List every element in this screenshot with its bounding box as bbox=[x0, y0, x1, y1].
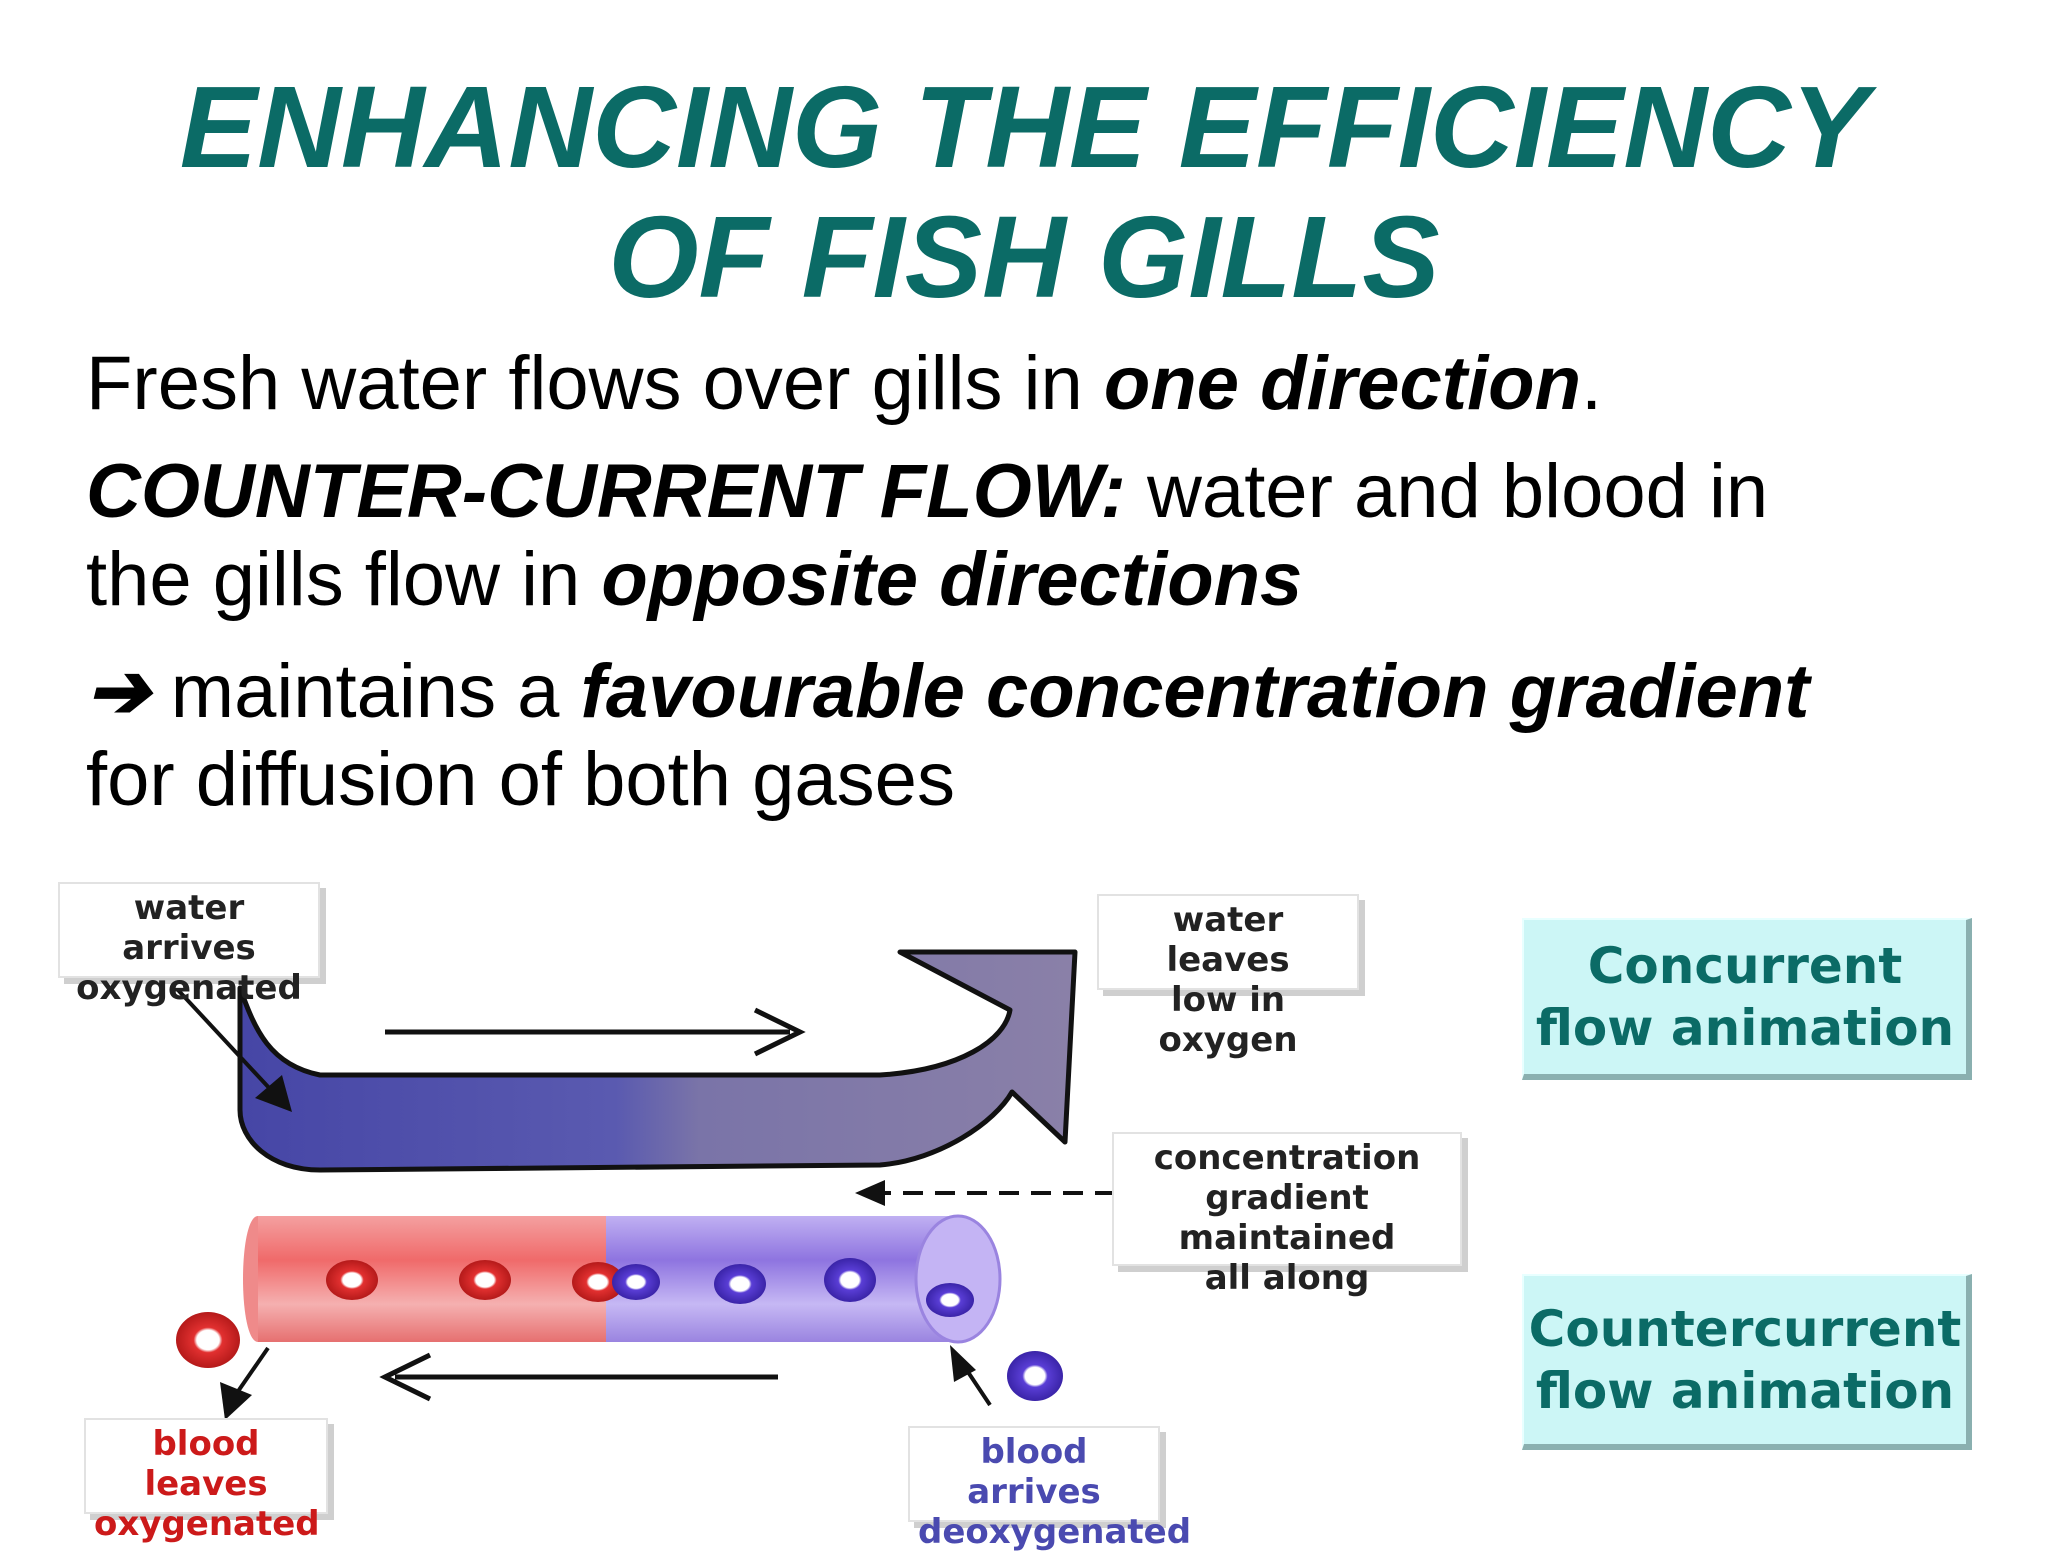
arrow-right-icon: ➔ bbox=[86, 649, 150, 734]
body-text: maintains a bbox=[150, 649, 581, 734]
body-line-one-direction: Fresh water flows over gills in one dire… bbox=[86, 340, 1602, 428]
body-emphasis: favourable concentration gradient bbox=[581, 649, 1810, 734]
body-text: the gills flow in bbox=[86, 537, 601, 622]
body-emphasis: COUNTER-CURRENT FLOW: bbox=[86, 449, 1126, 534]
body-line-opposite: the gills flow in opposite directions bbox=[86, 536, 1302, 624]
red-blood-cell bbox=[176, 1312, 240, 1368]
callout-line: blood arrives bbox=[918, 1432, 1150, 1512]
body-text: for diffusion of both gases bbox=[86, 737, 955, 822]
concurrent-flow-animation-button[interactable]: Concurrent flow animation bbox=[1522, 918, 1972, 1080]
body-text: . bbox=[1581, 341, 1602, 426]
callout-line: low in oxygen bbox=[1107, 980, 1349, 1060]
callout-line: oxygenated bbox=[94, 1504, 318, 1544]
button-label-line: Countercurrent bbox=[1529, 1298, 1962, 1360]
callout-line: all along bbox=[1122, 1258, 1452, 1298]
arrow-head-icon bbox=[220, 1382, 252, 1420]
countercurrent-flow-animation-button[interactable]: Countercurrent flow animation bbox=[1522, 1274, 1972, 1450]
body-line-gradient: ➔ maintains a favourable concentration g… bbox=[86, 648, 1809, 736]
slide-title-line-2: OF FISH GILLS bbox=[0, 192, 2048, 322]
button-label-line: flow animation bbox=[1536, 997, 1954, 1059]
callout-water-arrives: water arrives oxygenated bbox=[58, 882, 320, 978]
water-flow-arrow bbox=[240, 952, 1075, 1170]
body-emphasis: opposite directions bbox=[601, 537, 1302, 622]
callout-gradient-maintained: concentration gradient maintained all al… bbox=[1112, 1132, 1462, 1266]
button-label-line: Concurrent bbox=[1588, 935, 1903, 997]
slide-title-line-1: ENHANCING THE EFFICIENCY bbox=[0, 62, 2048, 192]
callout-line: water leaves bbox=[1107, 900, 1349, 980]
callout-blood-leaves: blood leaves oxygenated bbox=[84, 1418, 328, 1514]
body-line-countercurrent: COUNTER-CURRENT FLOW: water and blood in bbox=[86, 448, 1768, 536]
body-text: water and blood in bbox=[1126, 449, 1768, 534]
callout-line: water arrives bbox=[68, 888, 310, 968]
arrow-head-icon bbox=[855, 1180, 885, 1206]
body-line-diffusion: for diffusion of both gases bbox=[86, 736, 955, 824]
body-text: Fresh water flows over gills in bbox=[86, 341, 1104, 426]
callout-line: oxygenated bbox=[68, 968, 310, 1008]
callout-line: gradient maintained bbox=[1122, 1178, 1452, 1258]
callout-blood-arrives: blood arrives deoxygenated bbox=[908, 1426, 1160, 1522]
callout-water-leaves: water leaves low in oxygen bbox=[1097, 894, 1359, 990]
body-emphasis: one direction bbox=[1104, 341, 1581, 426]
callout-line: blood leaves bbox=[94, 1424, 318, 1504]
callout-line: deoxygenated bbox=[918, 1512, 1150, 1552]
button-label-line: flow animation bbox=[1536, 1360, 1954, 1422]
callout-line: concentration bbox=[1122, 1138, 1452, 1178]
